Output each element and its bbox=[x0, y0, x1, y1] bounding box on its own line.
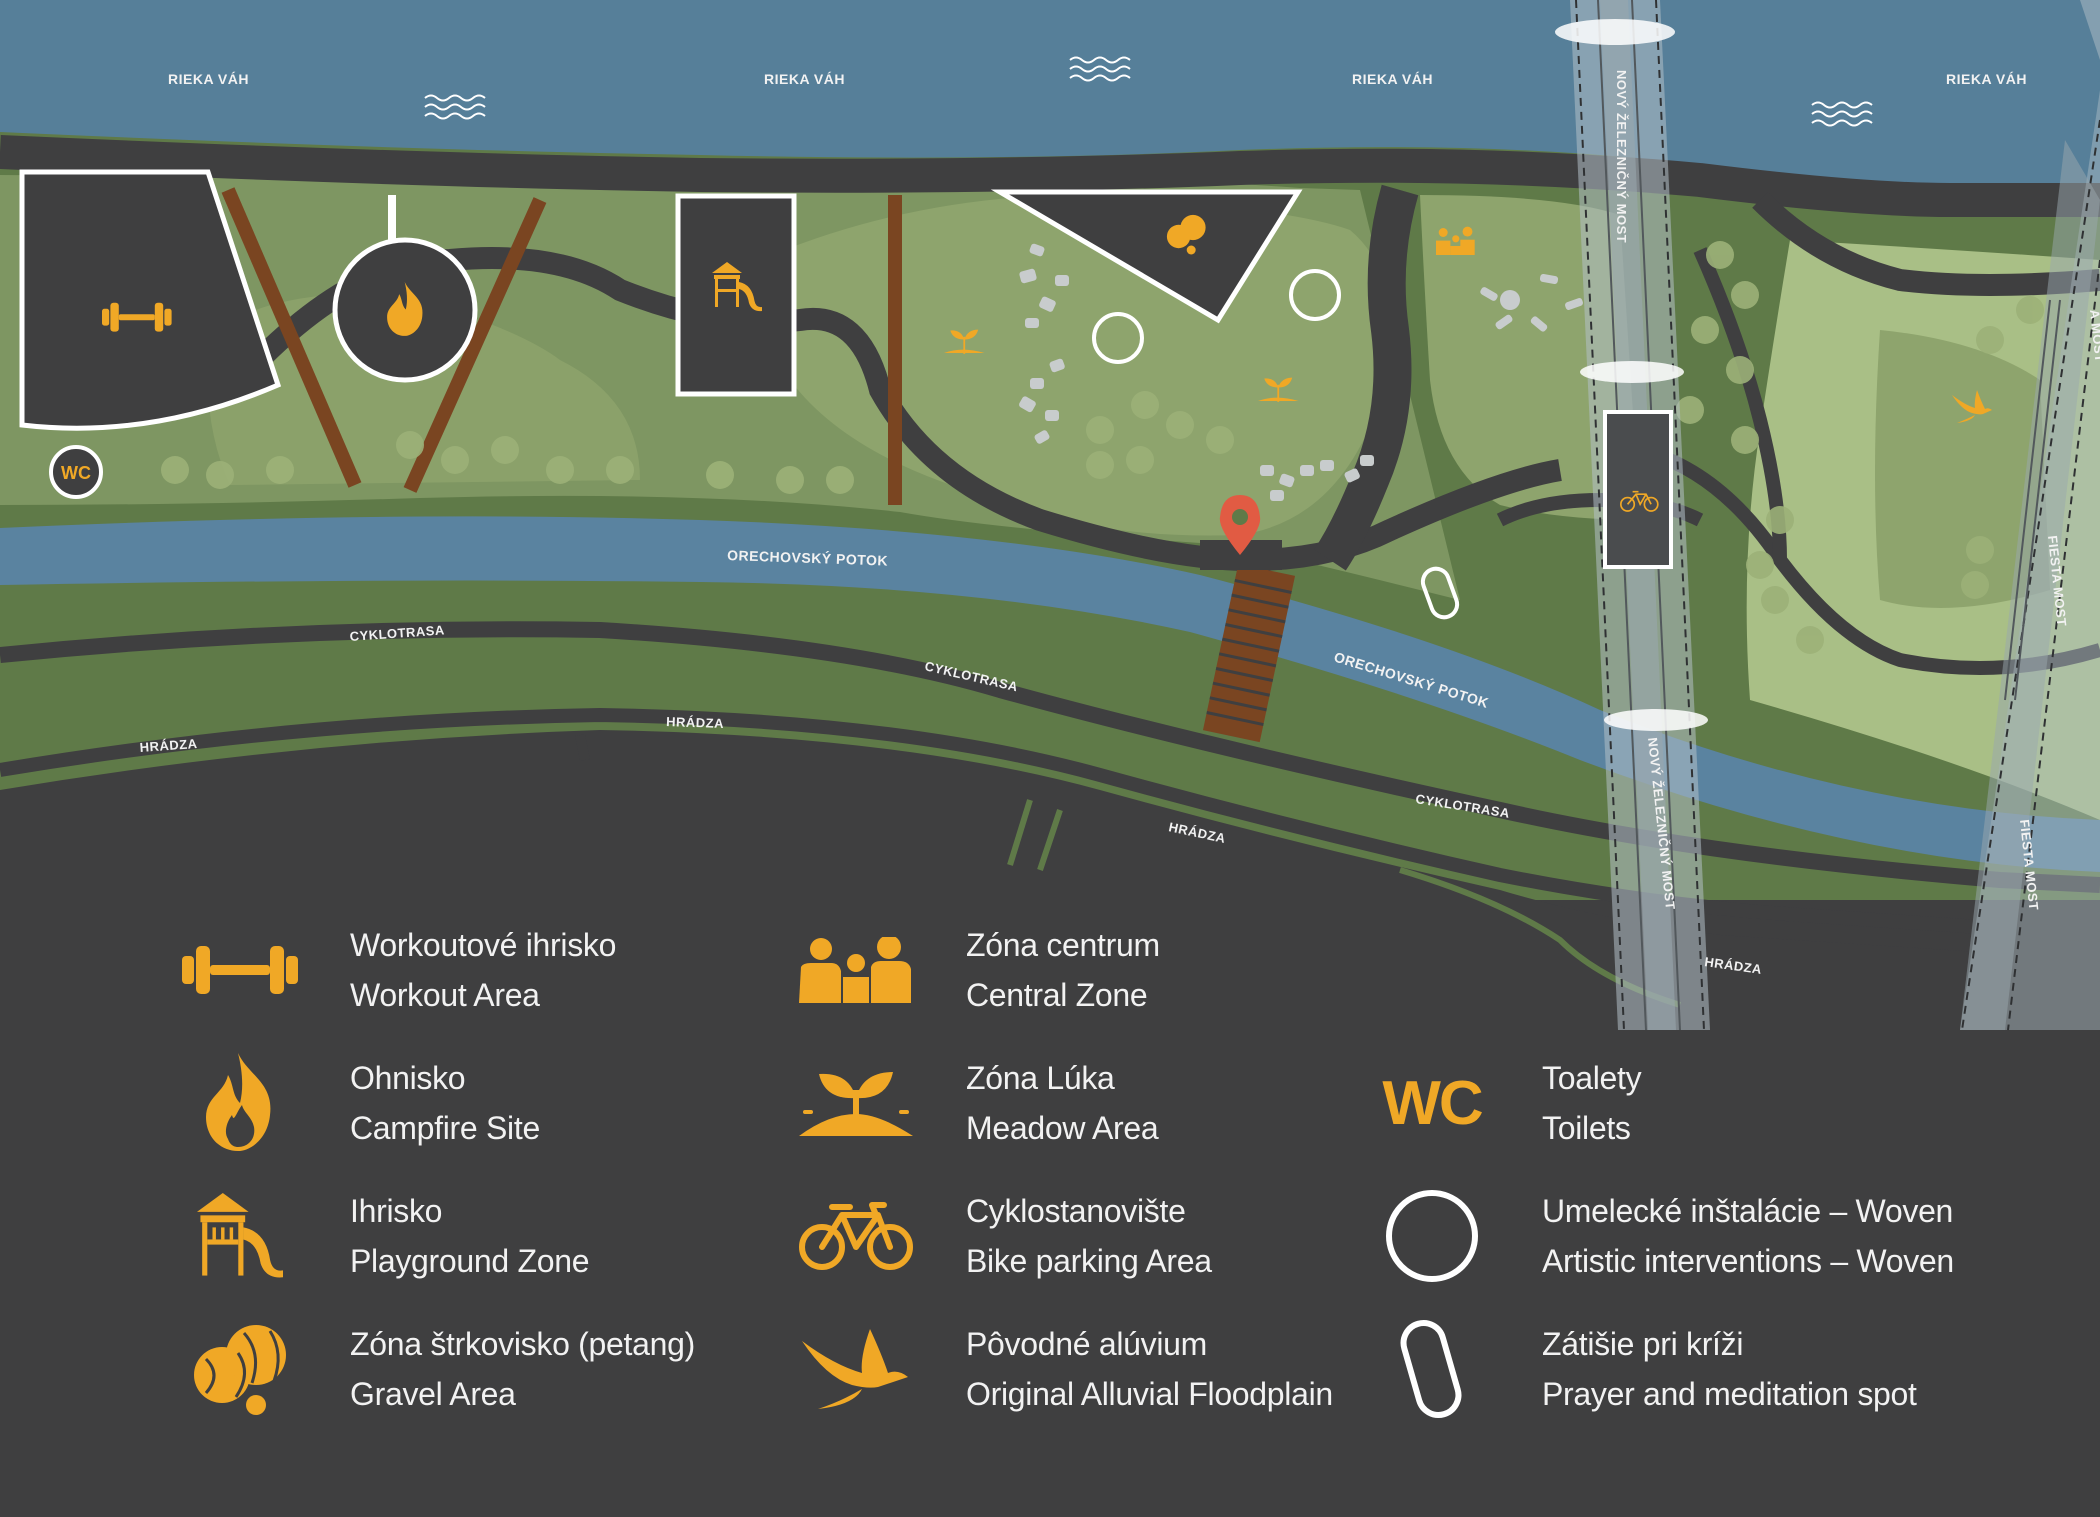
meadow-left-light bbox=[207, 294, 640, 485]
legend-label-en: Gravel Area bbox=[350, 1376, 516, 1412]
legend-label-sk: Pôvodné alúvium bbox=[966, 1326, 1207, 1362]
circle-outline-icon bbox=[1362, 1186, 1502, 1286]
label-river-vah-3: RIEKA VÁH bbox=[1352, 71, 1433, 87]
meditation-spot bbox=[1420, 566, 1460, 620]
trees bbox=[161, 241, 2044, 654]
legend-label-en: Central Zone bbox=[966, 977, 1148, 1013]
campfire-icon bbox=[170, 1053, 310, 1153]
riverside-path bbox=[0, 135, 2100, 217]
legend-label-sk: Ihrisko bbox=[350, 1193, 443, 1229]
legend-label-en: Toilets bbox=[1542, 1110, 1631, 1146]
hradza-branch-4 bbox=[575, 734, 590, 761]
campfire-icon bbox=[387, 282, 423, 336]
label-river-vah-4: RIEKA VÁH bbox=[1946, 71, 2027, 87]
legend-label-en: Campfire Site bbox=[350, 1110, 540, 1146]
location-marker-icon bbox=[1219, 495, 1261, 555]
bird-icon bbox=[786, 1319, 926, 1419]
gravel-area bbox=[990, 189, 1303, 324]
playground-icon bbox=[712, 262, 762, 312]
label-river-vah-2: RIEKA VÁH bbox=[764, 71, 845, 87]
oval-outline-icon bbox=[1362, 1319, 1502, 1419]
legend-label-sk: Zóna centrum bbox=[966, 927, 1160, 963]
label-stream-1: ORECHOVSKÝ POTOK bbox=[727, 546, 888, 569]
wc-icon: WC bbox=[1362, 1053, 1502, 1153]
label-river-vah-1: RIEKA VÁH bbox=[168, 71, 249, 87]
petanque-balls-icon bbox=[170, 1319, 310, 1419]
legend-label-sk: Zóna štrkovisko (petang) bbox=[350, 1326, 695, 1362]
wc-badge-label: WC bbox=[61, 463, 91, 483]
footbridge bbox=[1202, 563, 1296, 743]
hradza-branch-2 bbox=[1037, 809, 1063, 871]
legend-label-sk: Cyklostanovište bbox=[966, 1193, 1186, 1229]
legend-label-sk: Toalety bbox=[1542, 1060, 1642, 1096]
bicycle-icon bbox=[1620, 490, 1659, 512]
floodplain-inner bbox=[1875, 330, 2050, 608]
label-rail-bridge-top: NOVÝ ŽELEZNIČNÝ MOST bbox=[1614, 70, 1629, 243]
legend-label-en: Artistic interventions – Woven bbox=[1542, 1243, 1954, 1279]
inner-path-2 bbox=[1314, 184, 1419, 571]
label-hradza-1: HRÁDZA bbox=[139, 736, 198, 755]
wooden-path-2 bbox=[403, 197, 547, 493]
legend-label-en: Workout Area bbox=[350, 977, 540, 1013]
wc-badge bbox=[49, 445, 103, 499]
legend-label-en: Playground Zone bbox=[350, 1243, 590, 1279]
hradza-branch-1 bbox=[1007, 799, 1033, 866]
bird-icon bbox=[1952, 390, 1992, 423]
label-cyklotrasa-1: CYKLOTRASA bbox=[349, 622, 445, 644]
wc-glyph: WC bbox=[1382, 1068, 1483, 1138]
hradza-dam bbox=[0, 730, 2100, 1060]
legend-label-en: Meadow Area bbox=[966, 1110, 1159, 1146]
campfire-stem bbox=[388, 195, 396, 255]
legend-label-sk: Zóna Lúka bbox=[966, 1060, 1115, 1096]
art-installation-1 bbox=[1092, 312, 1144, 364]
legend-label-en: Prayer and meditation spot bbox=[1542, 1376, 1917, 1412]
wave-icon bbox=[424, 56, 1873, 127]
sprout-icon bbox=[1258, 377, 1299, 402]
bike-parking-area bbox=[1603, 410, 1673, 569]
dumbbell-icon bbox=[170, 920, 310, 1020]
bicycle-icon bbox=[786, 1186, 926, 1286]
sprout-icon bbox=[944, 329, 985, 354]
legend-label-sk: Umelecké inštalácie – Woven bbox=[1542, 1193, 1954, 1229]
dumbbell-icon bbox=[102, 302, 172, 332]
legend-label-en: Original Alluvial Floodplain bbox=[966, 1376, 1333, 1412]
legend-label-sk: Ohnisko bbox=[350, 1060, 466, 1096]
hradza-edge bbox=[0, 707, 2100, 942]
playground-icon bbox=[170, 1186, 310, 1286]
legend-label-sk: Workoutové ihrisko bbox=[350, 927, 617, 963]
people-group-icon bbox=[1436, 226, 1475, 255]
sprout-icon bbox=[786, 1053, 926, 1153]
legend-label-sk: Zátišie pri kríži bbox=[1542, 1326, 1744, 1362]
stream-orechovsky bbox=[0, 516, 2100, 872]
art-installation-2 bbox=[1289, 269, 1341, 321]
workout-plaza bbox=[19, 169, 282, 431]
legend-label-en: Bike parking Area bbox=[966, 1243, 1212, 1279]
fiesta-bridge bbox=[1960, 0, 2100, 1031]
label-hradza-2: HRÁDZA bbox=[666, 714, 724, 731]
petanque-balls-icon bbox=[1166, 214, 1206, 255]
legend-item-gravel: Zóna štrkovisko (petang) Gravel Area bbox=[170, 1319, 695, 1419]
wooden-path-1 bbox=[221, 187, 362, 488]
inner-path-4 bbox=[1752, 192, 2100, 296]
park-map: WC RIEKA VÁH RIEKA VÁH RIEKA VÁH RIEKA V… bbox=[0, 0, 2100, 1060]
people-group-icon bbox=[786, 920, 926, 1020]
gravel-stones bbox=[1019, 243, 1583, 501]
